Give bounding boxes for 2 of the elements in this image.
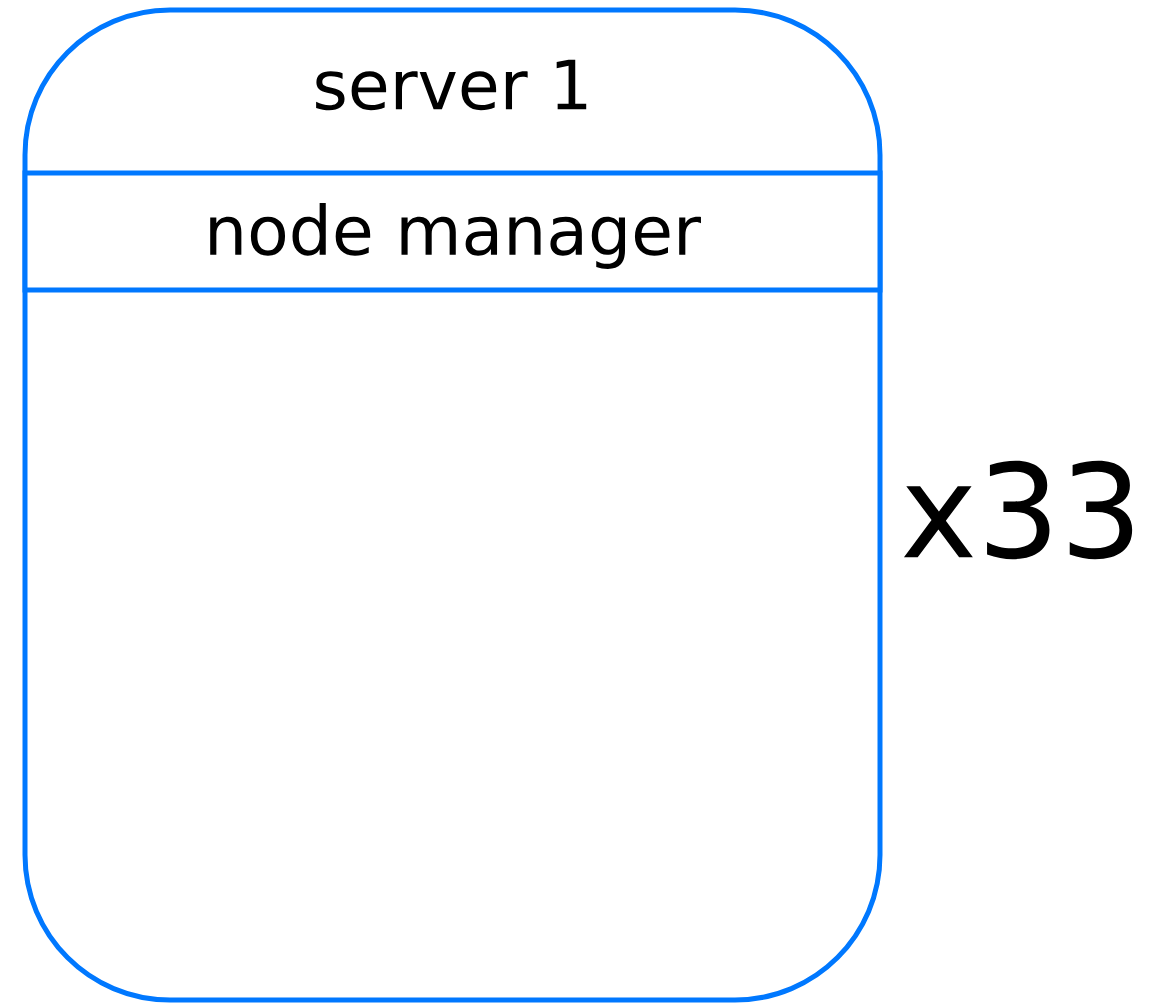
process-band: node manager <box>22 170 883 293</box>
multiplier-label: x33 <box>903 460 1133 560</box>
